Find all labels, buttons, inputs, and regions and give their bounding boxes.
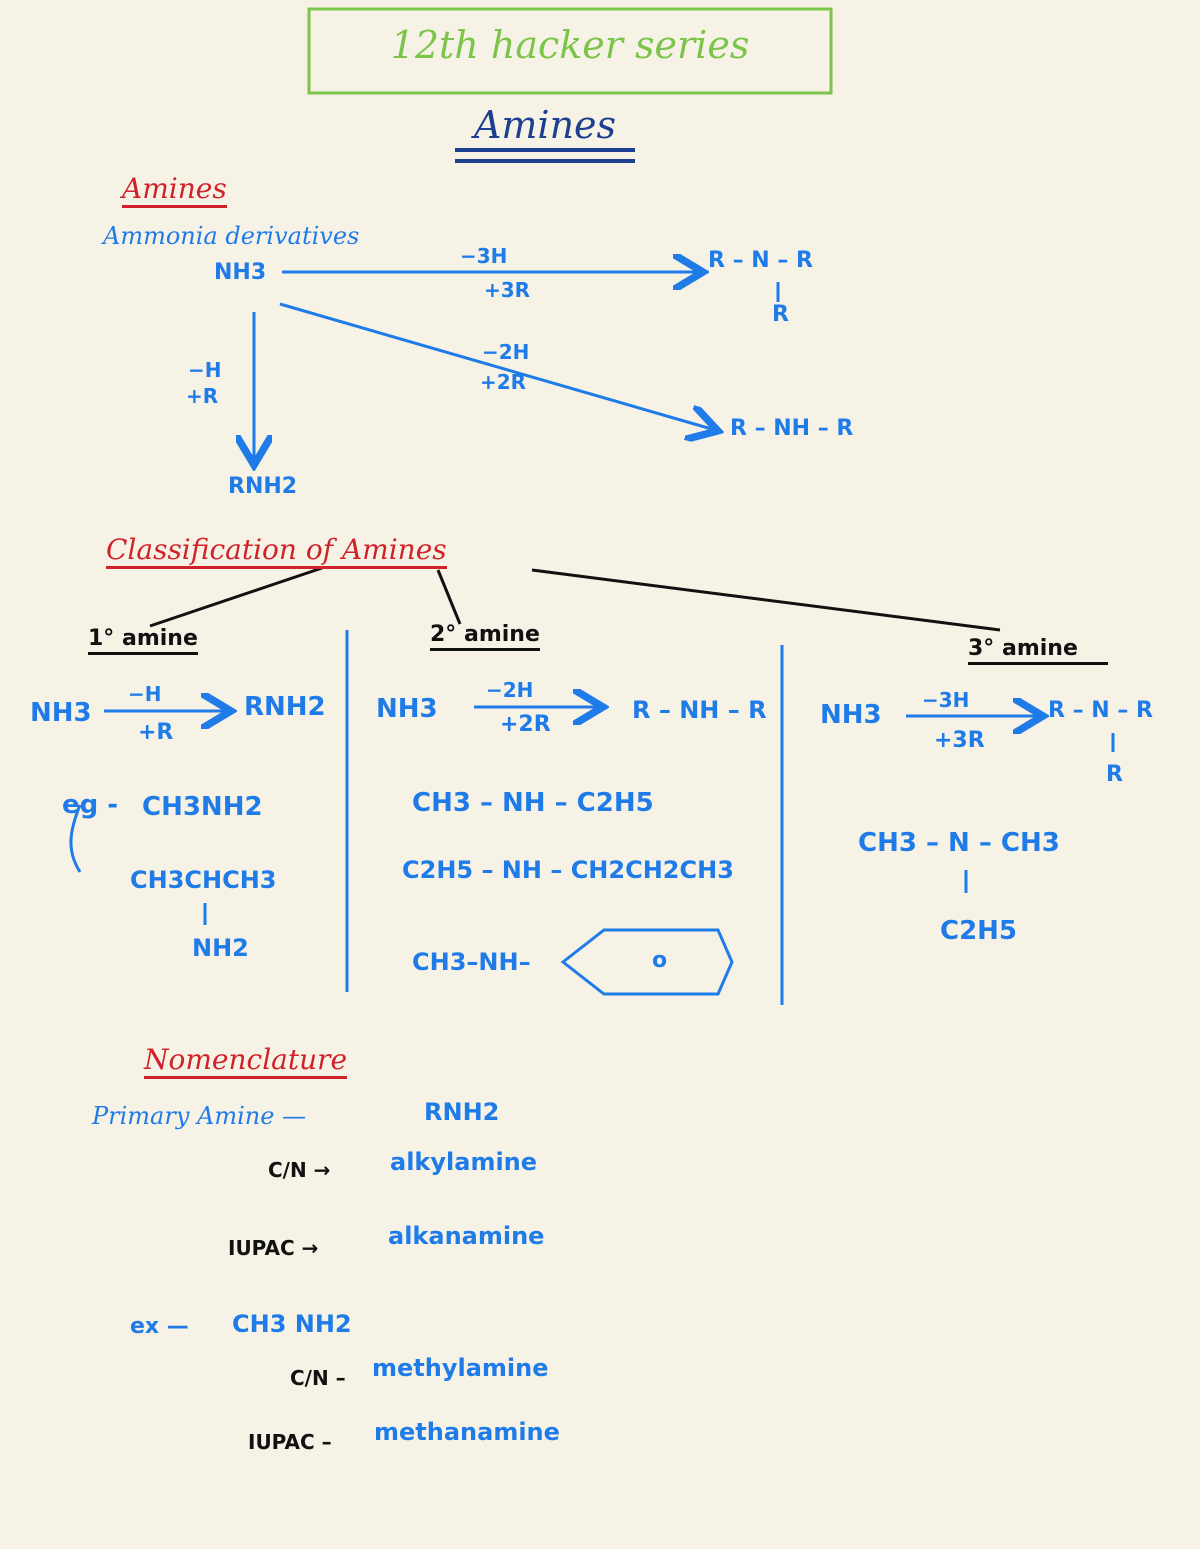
intro-heading: Amines	[122, 175, 227, 208]
benzene-ring	[560, 928, 734, 996]
secondary-cond-top: −2H	[486, 678, 534, 702]
secondary-label: 2° amine	[430, 624, 540, 651]
tertiary-cond-bottom: +3R	[934, 728, 985, 753]
nomenclature-ex-label: ex —	[130, 1314, 189, 1339]
nomenclature-primary-formula: RNH2	[424, 1098, 500, 1126]
intro-subtitle: Ammonia derivatives	[103, 222, 360, 250]
nomenclature-iupac-value: alkanamine	[388, 1222, 545, 1250]
intro-down-bottom-cond: +R	[186, 384, 219, 408]
tree-line-3	[531, 568, 1001, 632]
primary-cond-top: −H	[128, 682, 162, 706]
nomenclature-ex-iupac-value: methanamine	[374, 1418, 560, 1446]
primary-ex2: CH3CHCH3	[130, 866, 277, 894]
primary-eg-label: eg -	[62, 790, 119, 820]
page-title: Amines	[473, 103, 617, 147]
primary-ex2-sub: NH2	[192, 934, 249, 962]
intro-right-bottom-cond: +3R	[484, 278, 531, 302]
eg-bracket	[69, 804, 82, 873]
nomenclature-heading: Nomenclature	[144, 1046, 348, 1079]
intro-tertiary-product-sub: R	[772, 302, 789, 327]
secondary-product: R – NH – R	[632, 696, 767, 724]
primary-ex1: CH3NH2	[142, 792, 263, 822]
nomenclature-ex-iupac-label: IUPAC –	[248, 1430, 332, 1454]
secondary-ex1: CH3 – NH – C2H5	[412, 788, 654, 818]
secondary-reactant: NH3	[376, 694, 438, 724]
intro-down-top-cond: −H	[188, 358, 222, 382]
intro-diag-bottom-cond: +2R	[480, 370, 527, 394]
secondary-ex2: C2H5 – NH – CH2CH2CH3	[402, 856, 734, 884]
nomenclature-primary-label: Primary Amine —	[92, 1102, 307, 1130]
nomenclature-iupac-label: IUPAC →	[228, 1236, 319, 1260]
tree-line-2	[436, 569, 462, 625]
nomenclature-ex-cn-value: methylamine	[372, 1354, 549, 1382]
nomenclature-ex-formula: CH3 NH2	[232, 1310, 352, 1338]
intro-primary-product: RNH2	[228, 474, 298, 499]
tertiary-ex1-sub: C2H5	[940, 916, 1018, 946]
intro-nh3: NH3	[214, 260, 267, 285]
intro-tertiary-product: R – N – R	[708, 248, 813, 273]
tree-line-1	[149, 566, 323, 628]
tertiary-product: R – N – R	[1048, 698, 1153, 723]
banner-title: 12th hacker series	[390, 23, 750, 67]
tertiary-label: 3° amine	[968, 638, 1108, 665]
primary-product: RNH2	[244, 692, 326, 722]
tertiary-ex1: CH3 – N – CH3	[858, 828, 1060, 858]
nomenclature-cn-value: alkylamine	[390, 1148, 538, 1176]
classification-heading: Classification of Amines	[106, 536, 447, 569]
primary-cond-bottom: +R	[138, 720, 174, 745]
benzene-ring-label: o	[652, 948, 668, 973]
tertiary-reactant: NH3	[820, 700, 882, 730]
secondary-ex3: CH3–NH–	[412, 948, 531, 976]
nomenclature-ex-cn-label: C/N –	[290, 1366, 346, 1390]
arrow-to-secondary	[279, 302, 715, 430]
nomenclature-cn-label: C/N →	[268, 1158, 331, 1182]
banner-box	[307, 7, 833, 95]
intro-right-top-cond: −3H	[460, 244, 508, 268]
primary-label: 1° amine	[88, 628, 198, 655]
tertiary-product-sub: R	[1106, 762, 1123, 787]
primary-reactant: NH3	[30, 698, 92, 728]
tertiary-cond-top: −3H	[922, 688, 970, 712]
intro-diag-top-cond: −2H	[482, 340, 530, 364]
intro-secondary-product: R – NH – R	[730, 416, 854, 441]
secondary-cond-bottom: +2R	[500, 712, 551, 737]
